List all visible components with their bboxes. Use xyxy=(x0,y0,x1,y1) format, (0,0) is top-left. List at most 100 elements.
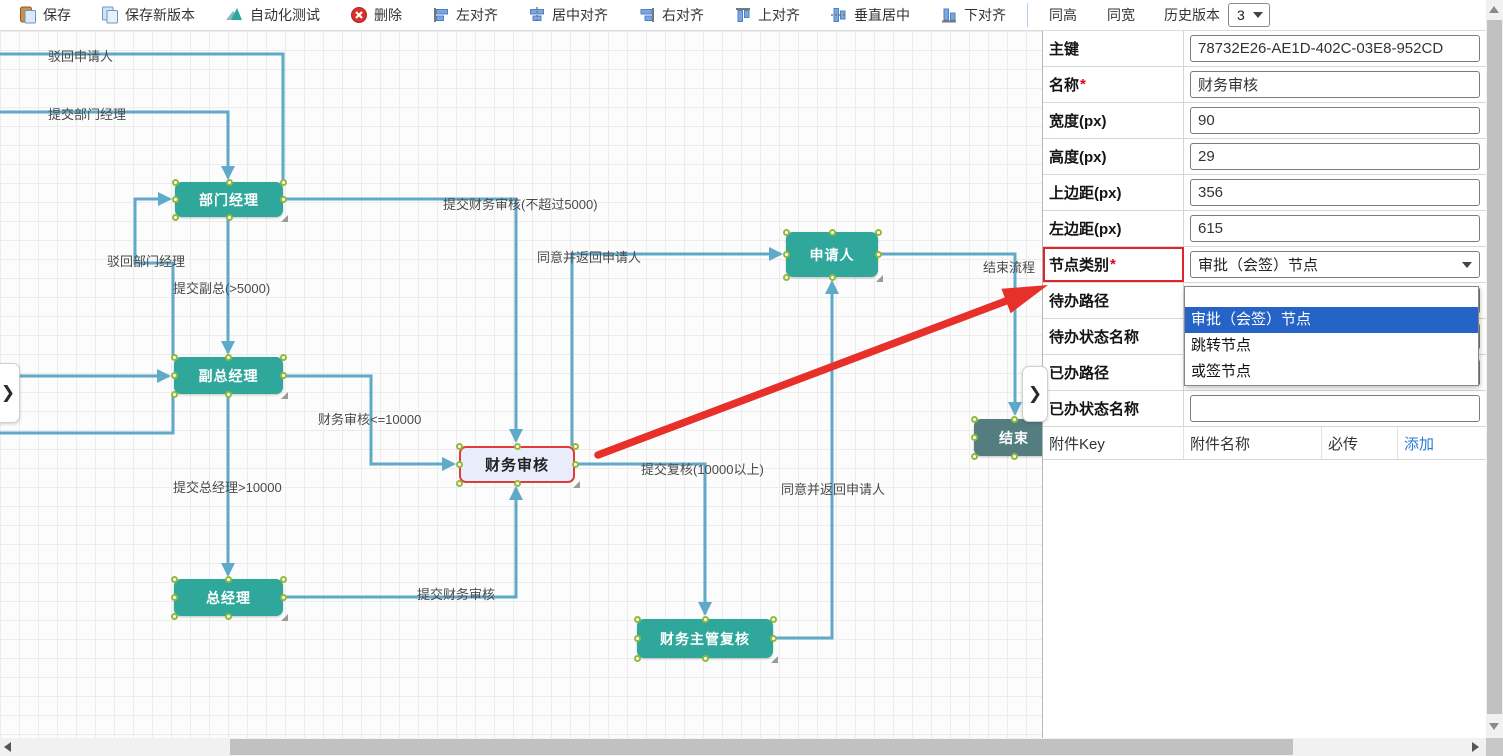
scroll-up-icon[interactable] xyxy=(1489,6,1499,13)
connection-point[interactable] xyxy=(170,353,178,361)
connection-point[interactable] xyxy=(571,442,579,450)
connection-point[interactable] xyxy=(225,353,232,361)
connection-point[interactable] xyxy=(633,635,641,642)
resize-handle[interactable] xyxy=(876,275,883,282)
scroll-down-icon[interactable] xyxy=(1489,723,1499,730)
dropdown-option-1[interactable]: 审批（会签）节点 xyxy=(1185,307,1478,333)
connection-point[interactable] xyxy=(225,390,232,398)
connection-point[interactable] xyxy=(513,479,521,487)
connection-point[interactable] xyxy=(171,196,179,203)
connection-point[interactable] xyxy=(874,251,882,258)
label-text: 上边距(px) xyxy=(1049,185,1122,202)
connection-point[interactable] xyxy=(455,461,463,468)
toolbar-button-save-new-version[interactable]: 保存新版本 xyxy=(86,2,210,28)
connection-point[interactable] xyxy=(1010,452,1018,460)
input-width[interactable] xyxy=(1190,107,1480,134)
connection-point[interactable] xyxy=(225,612,232,620)
node-finance-supervisor-review[interactable]: 财务主管复核 xyxy=(637,619,773,658)
connection-point[interactable] xyxy=(170,575,178,583)
connection-point[interactable] xyxy=(970,415,978,423)
toolbar-button-align-right[interactable]: 右对齐 xyxy=(623,2,719,28)
resize-handle[interactable] xyxy=(573,481,580,488)
toolbar-button-delete[interactable]: 删除 xyxy=(335,2,417,28)
node-label: 部门经理 xyxy=(199,191,259,208)
add-attachment-link[interactable]: 添加 xyxy=(1404,435,1435,453)
connection-point[interactable] xyxy=(1010,415,1018,423)
connection-point[interactable] xyxy=(225,575,232,583)
connection-point[interactable] xyxy=(970,452,978,460)
connection-point[interactable] xyxy=(874,228,882,236)
node-applicant[interactable]: 申请人 xyxy=(786,232,878,277)
toolbar-button-align-top[interactable]: 上对齐 xyxy=(719,2,815,28)
connection-point[interactable] xyxy=(171,213,179,221)
scroll-left-icon[interactable] xyxy=(4,742,11,752)
toolbar-button-同宽[interactable]: 同宽 xyxy=(1092,2,1150,28)
toolbar-button-align-bottom[interactable]: 下对齐 xyxy=(925,2,1021,28)
dropdown-option-2[interactable]: 跳转节点 xyxy=(1191,337,1252,354)
resize-handle[interactable] xyxy=(281,614,288,621)
toolbar-button-同高[interactable]: 同高 xyxy=(1034,2,1092,28)
vertical-scrollbar[interactable] xyxy=(1486,0,1503,738)
node-end-node[interactable]: 结束 xyxy=(974,419,1042,456)
connection-point[interactable] xyxy=(513,442,521,450)
vertical-scroll-thumb[interactable] xyxy=(1487,20,1502,714)
connection-point[interactable] xyxy=(828,228,836,236)
connection-point[interactable] xyxy=(225,178,233,186)
connection-point[interactable] xyxy=(701,654,709,662)
dropdown-option-3[interactable]: 或签节点 xyxy=(1191,363,1252,380)
collapse-panel-tab[interactable]: ❯ xyxy=(1022,366,1048,422)
input-margin-top[interactable] xyxy=(1190,179,1480,206)
connection-point[interactable] xyxy=(633,615,641,623)
connection-point[interactable] xyxy=(279,575,287,583)
connection-point[interactable] xyxy=(782,228,790,236)
toolbar-button-align-center[interactable]: 居中对齐 xyxy=(513,2,623,28)
node-general-manager[interactable]: 总经理 xyxy=(174,579,283,616)
save-new-version-icon xyxy=(101,6,119,24)
connection-point[interactable] xyxy=(571,461,579,468)
connection-point[interactable] xyxy=(170,594,178,601)
connection-point[interactable] xyxy=(279,372,287,379)
input-height[interactable] xyxy=(1190,143,1480,170)
collapse-left-tab[interactable]: ❯ xyxy=(0,363,20,423)
connection-point[interactable] xyxy=(970,434,978,441)
input-primary-key[interactable] xyxy=(1190,35,1480,62)
connection-point[interactable] xyxy=(782,273,790,281)
connection-point[interactable] xyxy=(170,390,178,398)
connection-point[interactable] xyxy=(170,372,178,379)
node-type-select[interactable]: 审批（会签）节点 xyxy=(1190,251,1480,278)
toolbar-button-automation-test[interactable]: 自动化测试 xyxy=(210,2,335,28)
connection-point[interactable] xyxy=(701,615,709,623)
scroll-right-icon[interactable] xyxy=(1472,742,1479,752)
dropdown-option-blank[interactable] xyxy=(1185,287,1478,307)
connection-point[interactable] xyxy=(279,353,287,361)
connection-point[interactable] xyxy=(828,273,836,281)
input-done-status-name[interactable] xyxy=(1190,395,1480,422)
resize-handle[interactable] xyxy=(281,215,288,222)
toolbar-button-align-middle[interactable]: 垂直居中 xyxy=(815,2,925,28)
input-name[interactable] xyxy=(1190,71,1480,98)
connection-point[interactable] xyxy=(279,178,287,186)
resize-handle[interactable] xyxy=(771,656,778,663)
connection-point[interactable] xyxy=(171,178,179,186)
flow-canvas[interactable]: 驳回申请人提交部门经理提交财务审核(不超过5000)同意并返回申请人驳回部门经理… xyxy=(0,31,1043,738)
resize-handle[interactable] xyxy=(281,392,288,399)
connection-point[interactable] xyxy=(279,594,287,601)
node-dept-manager[interactable]: 部门经理 xyxy=(175,182,283,217)
input-margin-left[interactable] xyxy=(1190,215,1480,242)
connection-point[interactable] xyxy=(769,635,777,642)
history-version-select[interactable]: 3 xyxy=(1228,3,1270,27)
toolbar-button-align-left[interactable]: 左对齐 xyxy=(417,2,513,28)
connection-point[interactable] xyxy=(769,615,777,623)
connection-point[interactable] xyxy=(279,196,287,203)
horizontal-scrollbar[interactable] xyxy=(0,738,1486,756)
horizontal-scroll-thumb[interactable] xyxy=(230,739,1293,755)
connection-point[interactable] xyxy=(633,654,641,662)
connection-point[interactable] xyxy=(455,479,463,487)
node-deputy-gm[interactable]: 副总经理 xyxy=(174,357,283,394)
connection-point[interactable] xyxy=(225,213,233,221)
toolbar-button-save[interactable]: 保存 xyxy=(4,2,86,28)
connection-point[interactable] xyxy=(170,612,178,620)
connection-point[interactable] xyxy=(455,442,463,450)
node-finance-review[interactable]: 财务审核 xyxy=(459,446,575,483)
connection-point[interactable] xyxy=(782,251,790,258)
